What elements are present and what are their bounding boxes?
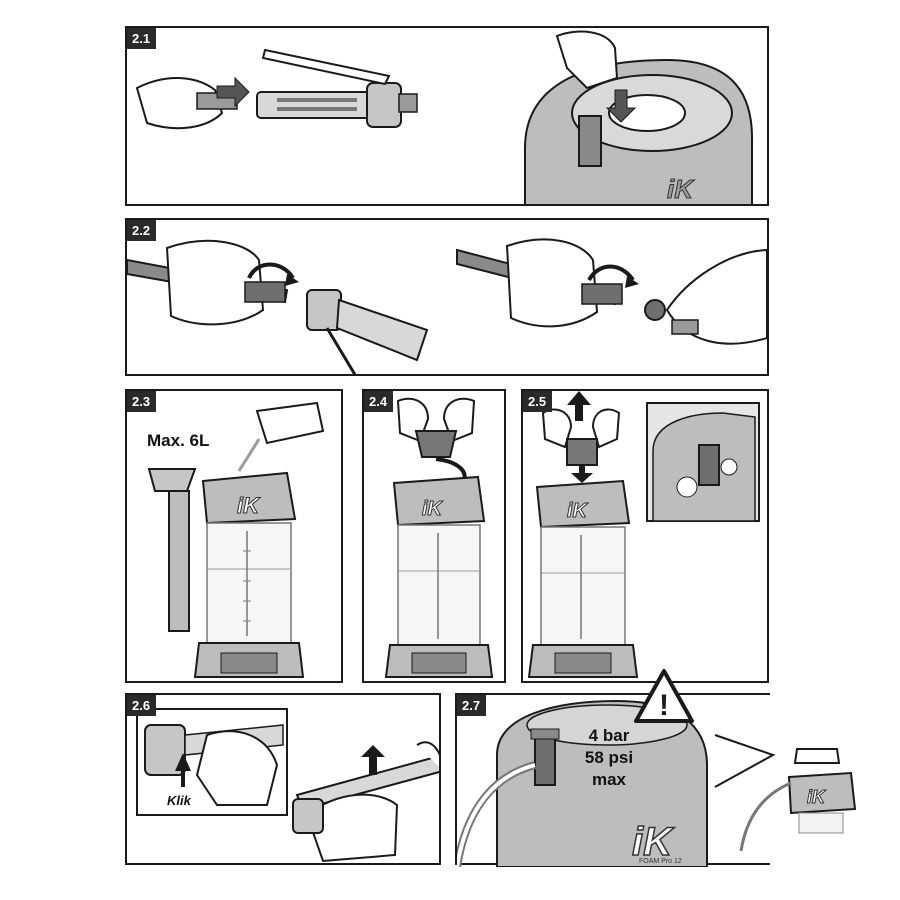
click-label: Klik bbox=[167, 793, 191, 808]
step-number: 2.2 bbox=[127, 220, 157, 241]
svg-text:iK: iK bbox=[567, 500, 589, 522]
step-number: 2.6 bbox=[127, 695, 157, 716]
illustration-nozzle-connection: iK bbox=[135, 30, 753, 204]
illustration-tank-pressure: iK FOAM Pro 12 bbox=[457, 699, 708, 867]
model-label: FOAM Pro 12 bbox=[639, 858, 682, 865]
step-number: 2.3 bbox=[127, 391, 157, 412]
warning-icon: ! bbox=[634, 669, 694, 723]
panel-step-2-4: 2.4 iK bbox=[362, 389, 506, 683]
callout-pointer bbox=[714, 734, 776, 788]
capacity-label: Max. 6L bbox=[147, 431, 210, 450]
panel-step-2-5: 2.5 iK bbox=[521, 389, 769, 683]
svg-text:iK: iK bbox=[632, 820, 675, 864]
pressure-bar: 4 bar bbox=[588, 726, 630, 745]
svg-text:iK: iK bbox=[237, 493, 261, 518]
illustration-lance-attachment bbox=[127, 238, 767, 374]
svg-text:iK: iK bbox=[807, 787, 827, 807]
svg-text:iK: iK bbox=[422, 498, 444, 520]
panel-step-2-6: 2.6 Klik bbox=[125, 693, 441, 865]
illustration-pump-tank: iK bbox=[527, 391, 760, 678]
pressure-label: 4 bar 58 psi max bbox=[569, 725, 649, 791]
pressure-max: max bbox=[591, 770, 627, 789]
panel-step-2-1: 2.1 iK bbox=[125, 26, 769, 206]
illustration-fill-tank: iK bbox=[147, 401, 325, 678]
panel-step-2-3: 2.3 Max. 6L iK bbox=[125, 389, 343, 683]
panel-step-2-7: 2.7 iK FOAM Pro 12 ! 4 bar 58 psi max iK bbox=[455, 669, 857, 867]
step-number: 2.7 bbox=[457, 695, 487, 716]
illustration-small-tank: iK bbox=[739, 748, 857, 852]
step-number: 2.1 bbox=[127, 28, 157, 49]
svg-text:!: ! bbox=[659, 689, 669, 722]
illustration-close-tank: iK bbox=[384, 397, 494, 678]
panel-step-2-2: 2.2 bbox=[125, 218, 769, 376]
step-number: 2.5 bbox=[523, 391, 553, 412]
step-number: 2.4 bbox=[364, 391, 394, 412]
illustration-lock-trigger bbox=[136, 708, 439, 863]
svg-text:iK: iK bbox=[667, 174, 695, 204]
pressure-psi: 58 psi bbox=[584, 748, 634, 767]
